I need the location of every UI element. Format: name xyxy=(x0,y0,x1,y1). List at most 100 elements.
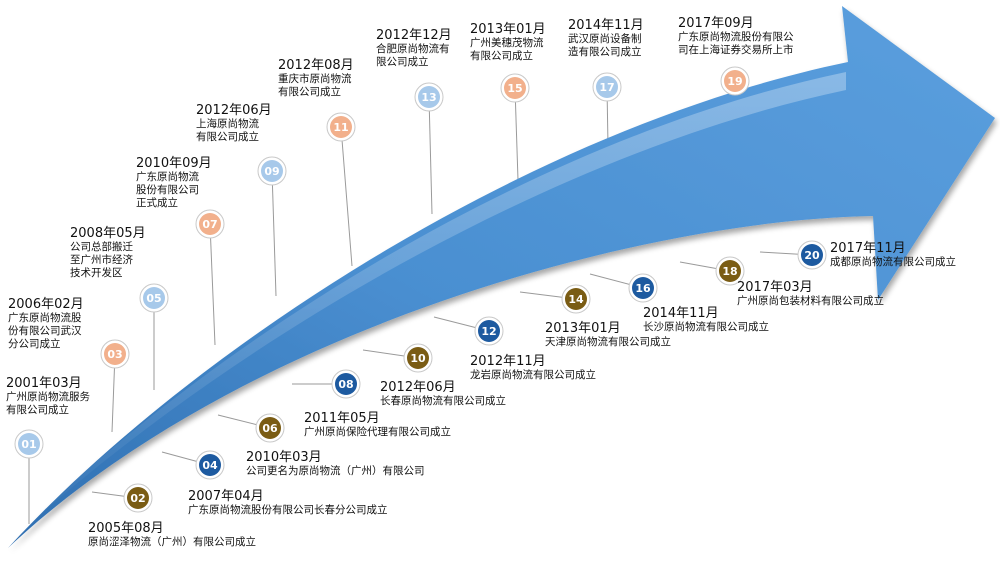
milestone-label-07: 2010年09月广东原尚物流股份有限公司正式成立 xyxy=(136,156,212,210)
node-number-08: 08 xyxy=(338,378,353,391)
node-number-18: 18 xyxy=(722,265,737,278)
milestone-node-02: 02 xyxy=(123,483,153,513)
milestone-description-line: 合肥原尚物流有 xyxy=(376,43,450,55)
milestone-description-line: 至广州市经济 xyxy=(70,254,133,266)
milestone-date: 2013年01月 xyxy=(545,321,621,336)
node-fill-15 xyxy=(504,77,526,99)
milestone-description-line: 长沙原尚物流有限公司成立 xyxy=(643,321,769,333)
milestone-description: 原尚涩泽物流（广州）有限公司成立 xyxy=(88,536,256,549)
milestone-node-15: 15 xyxy=(500,73,530,103)
node-fill-02 xyxy=(127,487,149,509)
node-fill-05 xyxy=(143,287,165,309)
milestone-description-line: 分公司成立 xyxy=(8,338,61,350)
node-number-14: 14 xyxy=(568,293,584,306)
milestone-date: 2005年08月 xyxy=(88,521,164,536)
milestone-description-line: 广州原尚包装材料有限公司成立 xyxy=(737,295,884,307)
milestone-label-05: 2008年05月公司总部搬迁至广州市经济技术开发区 xyxy=(70,226,146,280)
milestone-description-line: 天津原尚物流有限公司成立 xyxy=(545,336,671,348)
milestone-description: 武汉原尚设备制造有限公司成立 xyxy=(568,33,644,59)
milestone-label-11: 2012年08月重庆市原尚物流有限公司成立 xyxy=(278,58,354,99)
milestone-description: 广州美穗茂物流有限公司成立 xyxy=(470,37,546,63)
milestone-description: 重庆市原尚物流有限公司成立 xyxy=(278,73,354,99)
milestone-node-09: 09 xyxy=(257,156,287,186)
milestone-date: 2014年11月 xyxy=(643,306,719,321)
milestone-node-16: 16 xyxy=(628,273,658,303)
milestone-label-15: 2013年01月广州美穗茂物流有限公司成立 xyxy=(470,22,546,63)
milestone-description-line: 公司更名为原尚物流（广州）有限公司 xyxy=(246,465,425,477)
milestone-label-16: 2014年11月长沙原尚物流有限公司成立 xyxy=(643,306,769,334)
node-number-19: 19 xyxy=(727,75,742,88)
milestone-label-08: 2011年05月广州原尚保险代理有限公司成立 xyxy=(304,411,451,439)
node-fill-03 xyxy=(104,343,126,365)
milestone-label-02: 2005年08月原尚涩泽物流（广州）有限公司成立 xyxy=(88,521,256,549)
milestone-label-17: 2014年11月武汉原尚设备制造有限公司成立 xyxy=(568,18,644,59)
node-number-17: 17 xyxy=(599,81,614,94)
milestone-description-line: 龙岩原尚物流有限公司成立 xyxy=(470,369,596,381)
milestone-label-10: 2012年06月长春原尚物流有限公司成立 xyxy=(380,380,506,408)
milestone-node-19: 19 xyxy=(720,66,750,96)
milestone-label-13: 2012年12月合肥原尚物流有限公司成立 xyxy=(376,28,452,69)
node-number-02: 02 xyxy=(130,492,145,505)
milestone-description: 长春原尚物流有限公司成立 xyxy=(380,395,506,408)
milestone-label-19: 2017年09月广东原尚物流股份有限公司在上海证券交易所上市 xyxy=(678,16,794,57)
milestone-node-11: 11 xyxy=(326,112,356,142)
milestone-description: 广州原尚保险代理有限公司成立 xyxy=(304,426,451,439)
leader-line-13 xyxy=(428,96,433,215)
milestone-description: 广东原尚物流股份有限公司正式成立 xyxy=(136,171,212,210)
milestone-date: 2017年03月 xyxy=(737,280,813,295)
node-number-20: 20 xyxy=(804,249,820,262)
milestone-date: 2012年11月 xyxy=(470,354,546,369)
node-number-16: 16 xyxy=(635,282,651,295)
milestone-description-line: 原尚涩泽物流（广州）有限公司成立 xyxy=(88,536,256,548)
node-number-04: 04 xyxy=(202,459,218,472)
node-number-07: 07 xyxy=(202,218,217,231)
milestone-label-01: 2001年03月广州原尚物流服务有限公司成立 xyxy=(6,376,90,417)
arrow-body xyxy=(8,6,995,548)
node-fill-11 xyxy=(330,116,352,138)
node-fill-07 xyxy=(199,213,221,235)
milestone-description-line: 广东原尚物流股 xyxy=(8,312,82,324)
milestone-description-line: 广州美穗茂物流 xyxy=(470,37,544,49)
milestone-description-line: 有限公司成立 xyxy=(196,131,259,143)
milestone-description-line: 份有限公司武汉 xyxy=(8,325,82,337)
node-number-13: 13 xyxy=(421,91,436,104)
milestone-description-line: 广东原尚物流股份有限公司长春分公司成立 xyxy=(188,504,388,516)
milestone-description-line: 上海原尚物流 xyxy=(196,118,259,130)
milestone-description: 公司总部搬迁至广州市经济技术开发区 xyxy=(70,241,146,280)
milestone-date: 2012年08月 xyxy=(278,58,354,73)
milestone-date: 2001年03月 xyxy=(6,376,82,391)
node-number-06: 06 xyxy=(262,422,278,435)
node-fill-14 xyxy=(565,288,587,310)
milestone-date: 2017年11月 xyxy=(830,241,906,256)
milestone-node-10: 10 xyxy=(403,343,433,373)
milestone-description: 广东原尚物流股份有限公司在上海证券交易所上市 xyxy=(678,31,794,57)
node-fill-09 xyxy=(261,160,283,182)
node-fill-20 xyxy=(801,244,823,266)
milestone-description-line: 重庆市原尚物流 xyxy=(278,73,352,85)
leader-line-11 xyxy=(340,126,353,267)
node-number-11: 11 xyxy=(333,121,348,134)
milestone-description-line: 广州原尚保险代理有限公司成立 xyxy=(304,426,451,438)
milestone-description: 合肥原尚物流有限公司成立 xyxy=(376,43,452,69)
milestone-description: 广州原尚包装材料有限公司成立 xyxy=(737,295,884,308)
milestone-label-20: 2017年11月成都原尚物流有限公司成立 xyxy=(830,241,956,269)
milestone-description-line: 限公司成立 xyxy=(376,56,429,68)
milestone-date: 2013年01月 xyxy=(470,22,546,37)
milestone-description-line: 长春原尚物流有限公司成立 xyxy=(380,395,506,407)
leader-line-09 xyxy=(271,170,277,297)
node-fill-12 xyxy=(478,320,500,342)
leader-line-15 xyxy=(514,87,519,181)
milestone-description-line: 技术开发区 xyxy=(70,267,123,279)
node-fill-17 xyxy=(596,76,618,98)
milestone-label-06: 2010年03月公司更名为原尚物流（广州）有限公司 xyxy=(246,450,425,478)
milestone-description-line: 有限公司成立 xyxy=(470,50,533,62)
milestone-node-20: 20 xyxy=(797,240,827,270)
milestone-description-line: 有限公司成立 xyxy=(278,86,341,98)
node-number-10: 10 xyxy=(410,352,426,365)
milestone-description: 广东原尚物流股份有限公司长春分公司成立 xyxy=(188,504,388,517)
milestone-description-line: 广州原尚物流服务 xyxy=(6,391,90,403)
node-number-03: 03 xyxy=(107,348,122,361)
milestone-date: 2012年12月 xyxy=(376,28,452,43)
